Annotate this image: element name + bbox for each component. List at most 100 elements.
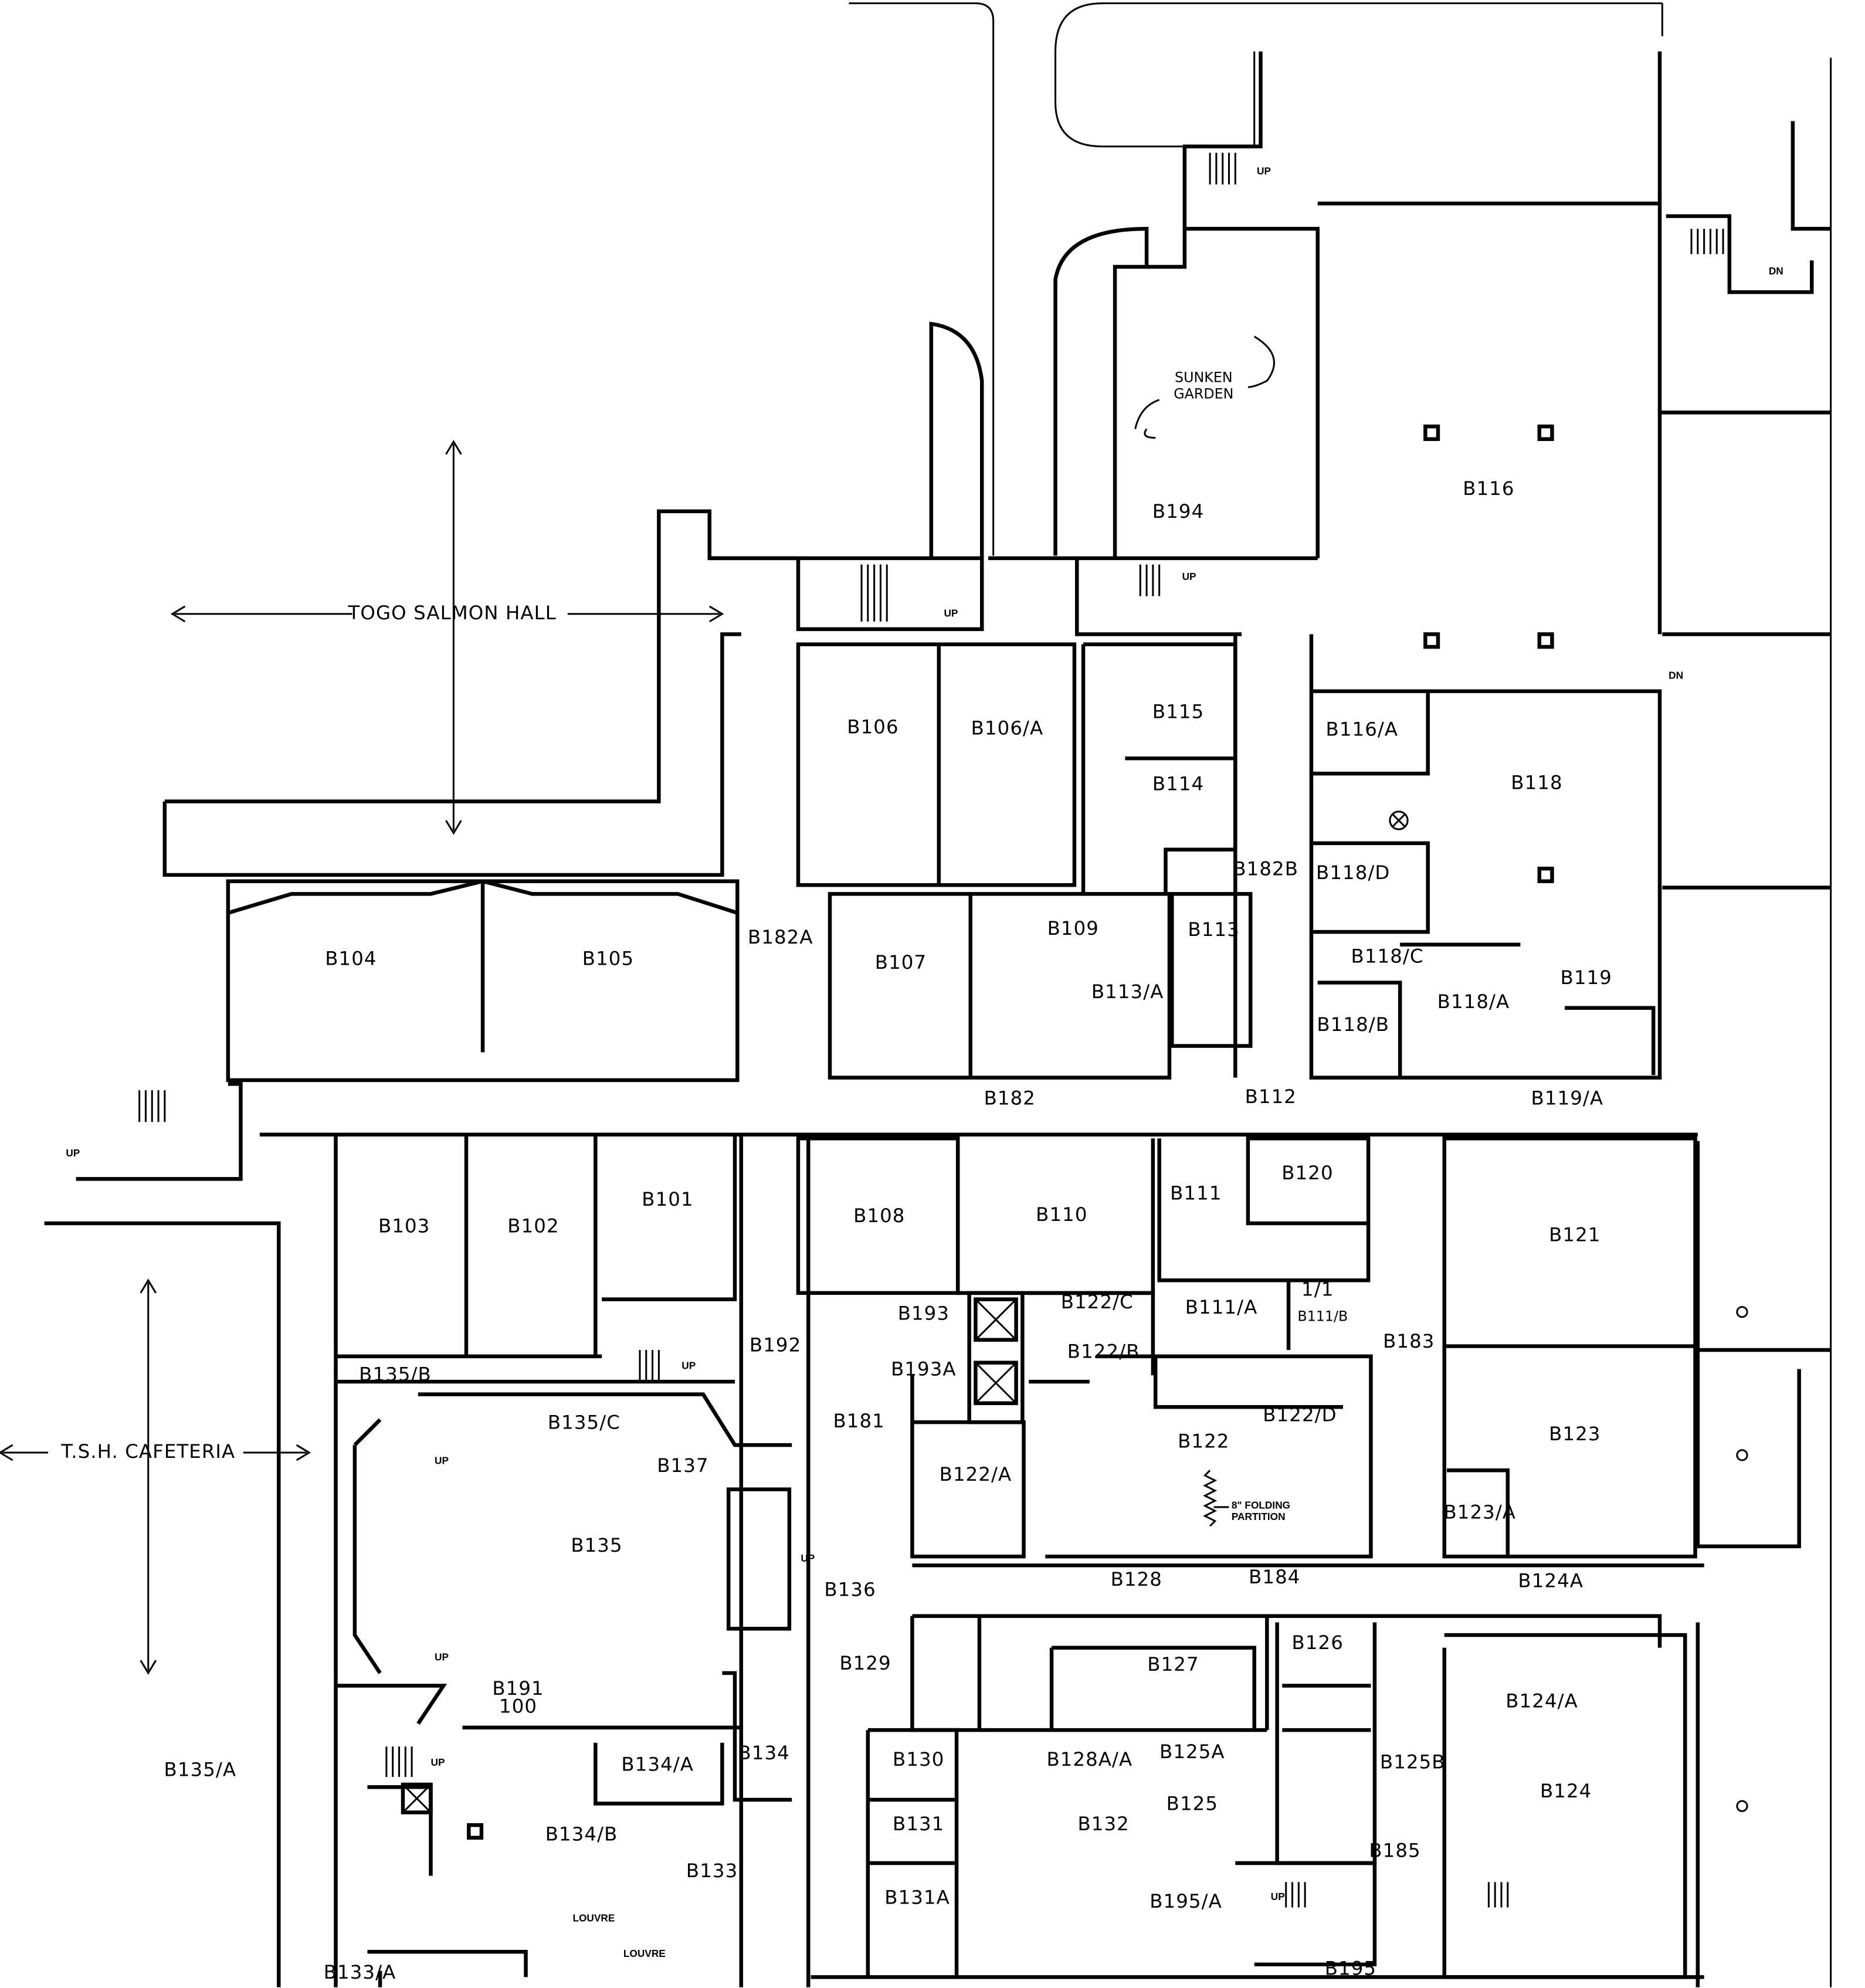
room-label: B107	[875, 951, 927, 973]
room-label: B122/D	[1263, 1403, 1337, 1426]
room-label: B119	[1561, 966, 1612, 989]
room-label: B185	[1369, 1840, 1420, 1862]
room-label: B122/A	[940, 1463, 1012, 1485]
room-label: B137	[657, 1454, 708, 1477]
room-label: B193	[898, 1302, 950, 1325]
room-label: B124/A	[1505, 1690, 1578, 1712]
stair-down-label: DN	[1769, 265, 1783, 277]
room-label: B110	[1036, 1203, 1087, 1226]
stair-up-label: UP	[431, 1756, 445, 1768]
room-label: B125	[1167, 1793, 1218, 1815]
room-label: B113/A	[1091, 981, 1164, 1003]
room-label: B122	[1178, 1430, 1229, 1453]
room-label: B109	[1047, 917, 1099, 939]
room-label: B106	[847, 715, 898, 738]
room-label: B126	[1292, 1631, 1344, 1654]
room-label: B133	[686, 1860, 738, 1882]
room-label: B118/C	[1351, 945, 1424, 967]
room-label-1-1: 1/1	[1301, 1278, 1334, 1301]
room-label: B123/A	[1443, 1501, 1516, 1524]
room-label: B182B	[1233, 857, 1298, 880]
room-label: B124	[1540, 1780, 1592, 1802]
folding-partition-note-1: 8" FOLDING	[1232, 1499, 1290, 1511]
room-label: B128A/A	[1046, 1748, 1132, 1770]
room-label: B115	[1152, 700, 1204, 722]
room-label: B120	[1281, 1162, 1333, 1184]
room-label: B128	[1111, 1568, 1162, 1590]
room-number-100: 100	[499, 1695, 537, 1717]
room-label: B132	[1077, 1813, 1129, 1835]
room-label-b111b: B111/B	[1297, 1308, 1348, 1324]
room-label: B194	[1152, 500, 1204, 523]
stair-up-label: UP	[944, 607, 958, 619]
room-label: B130	[893, 1748, 944, 1770]
room-label: B195/A	[1149, 1890, 1222, 1912]
room-label: B193A	[891, 1358, 957, 1380]
room-label: B129	[839, 1652, 891, 1674]
room-label: B118/B	[1317, 1013, 1389, 1036]
area-label-sunken-garden-1: SUNKEN	[1175, 369, 1233, 386]
room-label: B192	[750, 1334, 801, 1356]
room-label: B119/A	[1531, 1087, 1604, 1109]
room-label: B102	[507, 1215, 559, 1237]
room-label: B101	[642, 1188, 693, 1210]
room-label: B118	[1511, 771, 1562, 793]
room-labels: B116 B194 B106 B106/A B115 B114 B116/A B…	[164, 477, 1612, 1983]
room-label: B127	[1147, 1653, 1199, 1675]
stair-up-label: UP	[681, 1360, 696, 1372]
room-label: B111/A	[1185, 1296, 1258, 1318]
room-label: B104	[325, 948, 377, 970]
stair-up-label: UP	[66, 1147, 80, 1159]
stair-up-label: UP	[1257, 165, 1271, 177]
room-label: B116	[1463, 477, 1514, 500]
area-label-togo-salmon-hall: TOGO SALMON HALL	[348, 602, 557, 624]
room-label: B124A	[1518, 1569, 1583, 1592]
stair-up-label: UP	[1271, 1891, 1285, 1902]
room-label: B114	[1152, 773, 1204, 795]
room-label: B131A	[884, 1886, 950, 1908]
room-label: B135/C	[548, 1411, 620, 1433]
room-label: B103	[378, 1215, 430, 1237]
louvre-label: LOUVRE	[623, 1948, 666, 1959]
room-label: B112	[1245, 1085, 1297, 1108]
room-label: B135	[571, 1534, 622, 1556]
stair-down-label: DN	[1669, 669, 1683, 681]
room-label: B134/B	[545, 1823, 618, 1845]
markers: UP UP UP UP UP UP UP UP UP UP DN DN LOUV…	[66, 165, 1783, 1960]
stair-up-label: UP	[1182, 571, 1196, 582]
room-label: B125B	[1380, 1750, 1446, 1773]
room-label: B118/A	[1437, 990, 1510, 1013]
room-label: B122/B	[1067, 1340, 1140, 1362]
room-label: B184	[1249, 1566, 1300, 1588]
room-label: B183	[1383, 1330, 1435, 1352]
room-label: B123	[1549, 1423, 1600, 1445]
room-label: B134	[738, 1742, 789, 1764]
room-label: B195	[1325, 1957, 1376, 1979]
room-label: B122/C	[1061, 1291, 1134, 1313]
room-label: B118/D	[1316, 861, 1390, 884]
room-label: B121	[1549, 1224, 1600, 1246]
room-label: B116/A	[1326, 718, 1399, 741]
room-label: B182A	[748, 926, 813, 948]
room-label: B135/A	[164, 1758, 237, 1780]
room-label: B131	[893, 1813, 944, 1835]
room-label: B113	[1188, 918, 1239, 941]
stair-up-label: UP	[435, 1455, 449, 1467]
room-label: B111	[1170, 1182, 1222, 1204]
area-label-sunken-garden-2: GARDEN	[1174, 386, 1233, 402]
room-label: B105	[582, 948, 634, 970]
room-label: B125A	[1159, 1741, 1225, 1763]
area-label-cafeteria: T.S.H. CAFETERIA	[60, 1440, 235, 1463]
room-label: B136	[824, 1579, 876, 1601]
stair-up-label: UP	[435, 1651, 449, 1663]
room-label: B182	[984, 1087, 1036, 1109]
room-label: B133/A	[324, 1961, 396, 1983]
stair-up-label: UP	[801, 1552, 815, 1564]
area-labels: TOGO SALMON HALL T.S.H. CAFETERIA SUNKEN…	[60, 369, 1233, 1463]
room-label: B106/A	[971, 717, 1044, 739]
room-label: B191	[492, 1677, 544, 1699]
louvre-label: LOUVRE	[572, 1912, 615, 1924]
room-label: B108	[853, 1205, 905, 1227]
